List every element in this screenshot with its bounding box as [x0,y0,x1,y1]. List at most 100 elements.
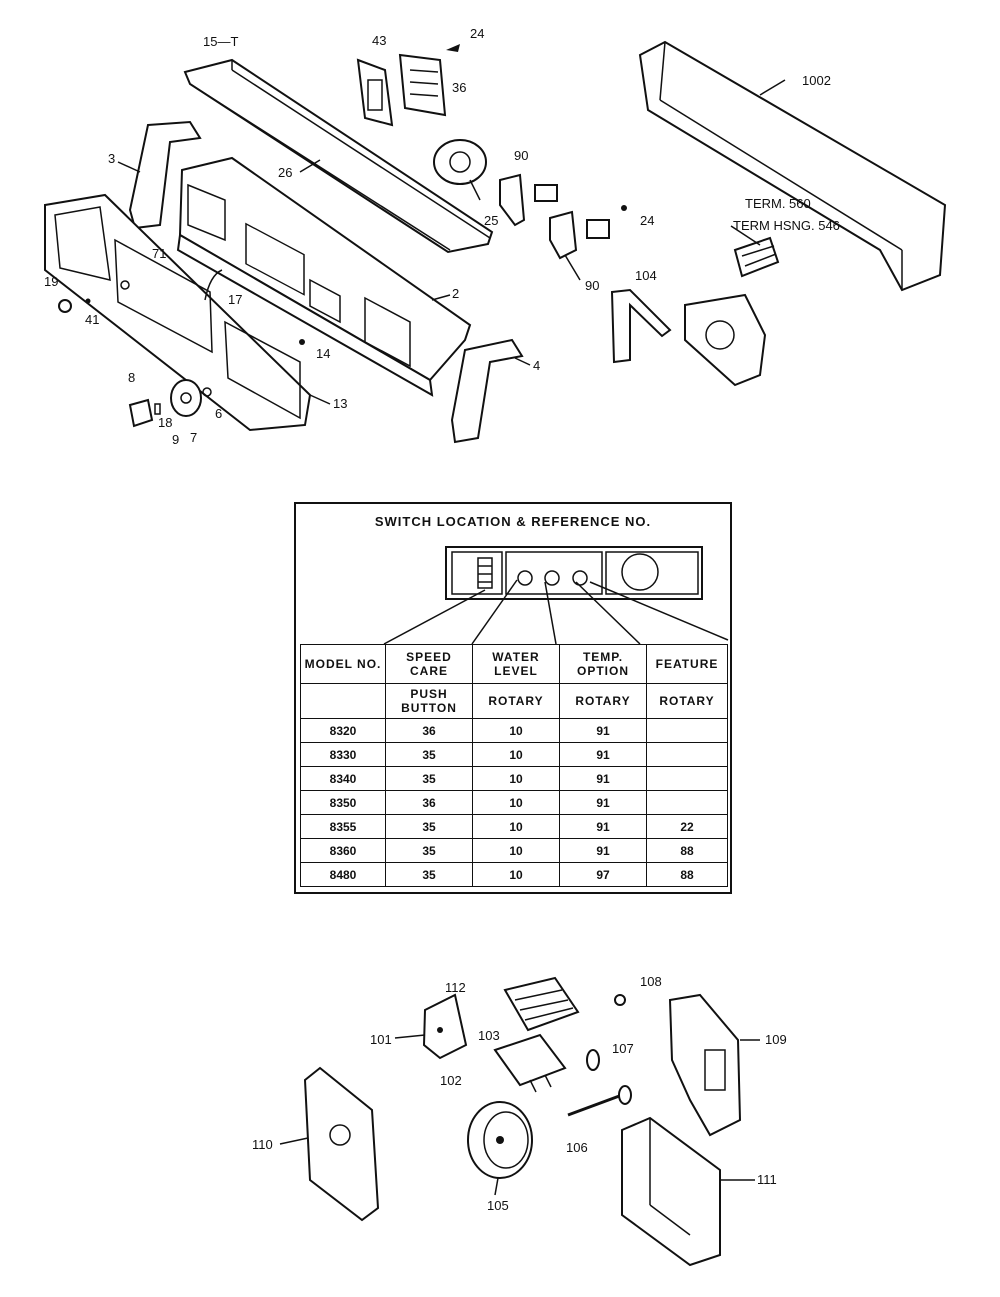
cell-water-level: 10 [472,838,560,863]
col-model-no: MODEL NO. [300,644,386,684]
label-111: 111 [757,1172,777,1187]
table-row: 8330 35 10 91 [300,742,728,767]
label-106: 106 [566,1140,588,1155]
label-105: 105 [487,1198,509,1213]
part-90-bracket-lower [549,210,610,260]
cell-feature [646,742,728,767]
cell-temp-option: 97 [559,862,647,887]
part-8-knob-cap [128,398,154,428]
sub-water-level: ROTARY [472,683,560,719]
table-row: 8350 36 10 91 [300,790,728,815]
label-90b: 90 [585,278,599,293]
cell-feature: 88 [646,838,728,863]
cell-speed-care: 36 [385,790,473,815]
cell-speed-care: 35 [385,766,473,791]
sub-temp-option: ROTARY [559,683,647,719]
col-feature: FEATURE [646,644,728,684]
part-112-cam [422,993,468,1060]
part-107-washer [586,1049,600,1071]
label-8: 8 [128,370,135,385]
top-leader-lines [117,79,786,405]
part-43-switch [356,58,394,127]
label-4: 4 [533,358,540,373]
label-18: 18 [158,415,172,430]
switch-table-title: SWITCH LOCATION & REFERENCE NO. [374,514,652,529]
cell-water-level: 10 [472,718,560,743]
label-102: 102 [440,1073,462,1088]
col-temp-option: TEMP. OPTION [559,644,647,684]
cell-temp-option: 91 [559,742,647,767]
switch-reference-table: MODEL NO. SPEED CARE WATER LEVEL TEMP. O… [300,644,728,887]
label-24a: 24 [470,26,484,41]
part-26-top-trim [183,58,494,254]
label-13: 13 [333,396,347,411]
cell-model: 8350 [300,790,386,815]
label-9: 9 [172,432,179,447]
cell-temp-option: 91 [559,838,647,863]
label-6: 6 [215,406,222,421]
part-1002-rear-cover [638,40,947,292]
table-header-row: MODEL NO. SPEED CARE WATER LEVEL TEMP. O… [300,644,728,684]
table-row: 8320 36 10 91 [300,718,728,743]
label-7: 7 [190,430,197,445]
part-6-clip [202,387,212,397]
cell-feature [646,718,728,743]
table-row: 8340 35 10 91 [300,766,728,791]
part-90-bracket-upper [499,173,558,227]
cell-model: 8320 [300,718,386,743]
cell-water-level: 10 [472,766,560,791]
sub-feature: ROTARY [646,683,728,719]
label-term-560: TERM. 560 [745,196,811,211]
cell-speed-care: 35 [385,838,473,863]
cell-temp-option: 91 [559,814,647,839]
label-112: 112 [445,980,466,995]
part-111-cover [621,1116,721,1267]
table-row: 8480 35 10 97 88 [300,862,728,887]
cell-water-level: 10 [472,814,560,839]
part-105-timer-motor [467,1101,533,1179]
label-41: 41 [85,312,99,327]
part-103-contact-block [503,976,580,1032]
label-101: 101 [370,1032,392,1047]
switch-location-panel-illustration [445,546,703,600]
cell-speed-care: 35 [385,742,473,767]
part-14-screw [299,339,305,345]
label-3: 3 [108,151,115,166]
label-19: 19 [44,274,58,289]
cell-water-level: 10 [472,790,560,815]
part-36-pushbutton-switch [398,53,447,117]
table-subheader-row: PUSH BUTTON ROTARY ROTARY ROTARY [300,683,728,719]
cell-water-level: 10 [472,742,560,767]
label-17: 17 [228,292,242,307]
label-90a: 90 [514,148,528,163]
label-109: 109 [765,1032,787,1047]
cell-model: 8355 [300,814,386,839]
cell-temp-option: 91 [559,766,647,791]
cell-feature [646,766,728,791]
part-7-knob [170,379,202,417]
label-1002: 1002 [802,73,831,88]
cell-feature: 88 [646,862,728,887]
cell-model: 8340 [300,766,386,791]
part-2-console-panel [176,156,472,397]
cell-speed-care: 35 [385,814,473,839]
sub-speed-care: PUSH BUTTON [385,683,473,719]
table-row: 8360 35 10 91 88 [300,838,728,863]
label-71: 71 [152,246,166,261]
col-water-level: WATER LEVEL [472,644,560,684]
cell-water-level: 10 [472,862,560,887]
label-103: 103 [478,1028,500,1043]
label-term-546: TERM HSNG. 546 [733,218,840,233]
table-row: 8355 35 10 91 22 [300,814,728,839]
part-18-spring [154,403,161,415]
cell-model: 8360 [300,838,386,863]
bottom-leader-lines [279,1034,760,1196]
part-110-timer-frame [303,1066,380,1222]
cell-speed-care: 36 [385,718,473,743]
label-14: 14 [316,346,330,361]
cell-model: 8480 [300,862,386,887]
part-25-rotary-switch [433,139,487,201]
cell-feature [646,790,728,815]
switch-location-table-box: SWITCH LOCATION & REFERENCE NO. MODEL NO… [294,502,732,894]
